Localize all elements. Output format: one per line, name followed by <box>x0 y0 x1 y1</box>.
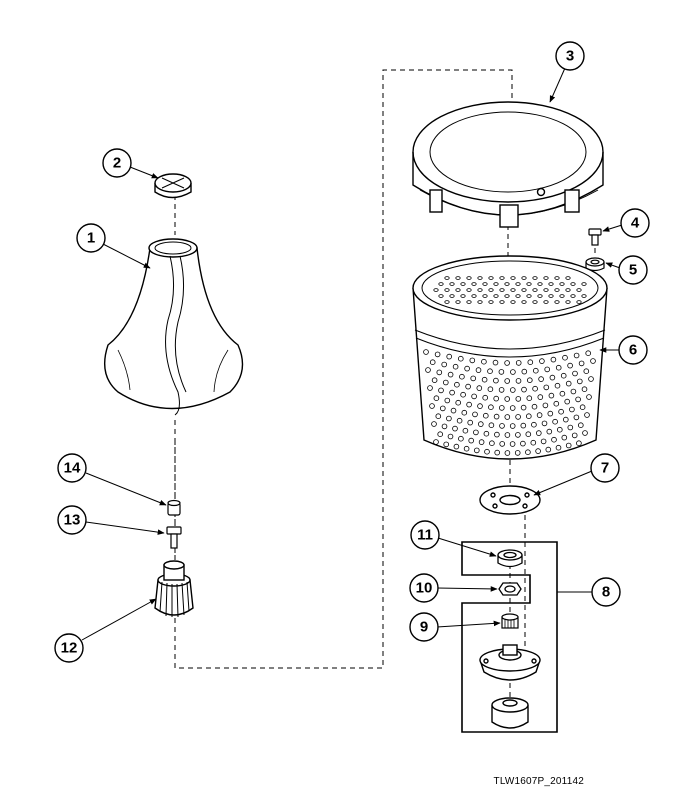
part-8-bearing-cup <box>491 697 529 729</box>
callout-3-label: 3 <box>566 48 574 65</box>
callout-8-label: 8 <box>602 584 610 601</box>
callout-5: 5 <box>618 255 648 285</box>
callout-12-label: 12 <box>61 640 78 657</box>
callout-10-label: 10 <box>416 580 433 597</box>
part-11-seal <box>497 549 523 568</box>
callout-3: 3 <box>555 41 585 71</box>
callout-14-label: 14 <box>64 460 81 477</box>
basket-perforations <box>423 276 596 456</box>
callout-10: 10 <box>409 573 439 603</box>
callout-9: 9 <box>409 612 439 642</box>
part-9-spline <box>501 613 519 629</box>
part-12-knob <box>154 560 194 618</box>
callout-1: 1 <box>76 223 106 253</box>
drawing-reference-code: TLW1607P_201142 <box>493 776 584 787</box>
callout-4-label: 4 <box>631 215 640 232</box>
callout-1-label: 1 <box>87 230 95 247</box>
callout-14: 14 <box>57 453 87 483</box>
leader-lines <box>81 67 623 641</box>
callout-8: 8 <box>591 577 621 607</box>
part-6-basket <box>412 255 608 460</box>
callout-9-label: 9 <box>420 619 428 636</box>
part-7-flange <box>479 485 541 515</box>
callout-6-label: 6 <box>629 342 637 359</box>
part-13-bolt <box>166 526 182 549</box>
callout-7-label: 7 <box>601 460 609 477</box>
callout-2-label: 2 <box>113 155 121 172</box>
part-3-tub-ring <box>412 101 604 228</box>
part-10-nut <box>498 582 522 596</box>
part-8-hub-housing <box>479 644 541 681</box>
callout-6: 6 <box>618 335 648 365</box>
callout-5-label: 5 <box>629 262 637 279</box>
part-4-screw <box>588 228 602 246</box>
callout-11: 11 <box>410 520 440 550</box>
callout-11-label: 11 <box>417 527 433 544</box>
part-8-group-bracket <box>461 541 558 733</box>
part-5-washer <box>585 257 605 272</box>
callout-2: 2 <box>102 148 132 178</box>
part-1-agitator <box>104 238 244 416</box>
part-14-fitting <box>167 499 181 516</box>
part-2-cap <box>154 173 192 199</box>
callout-12: 12 <box>54 633 84 663</box>
callout-7: 7 <box>590 453 620 483</box>
callout-4: 4 <box>620 208 650 238</box>
callout-13-label: 13 <box>64 512 81 529</box>
callout-13: 13 <box>57 505 87 535</box>
